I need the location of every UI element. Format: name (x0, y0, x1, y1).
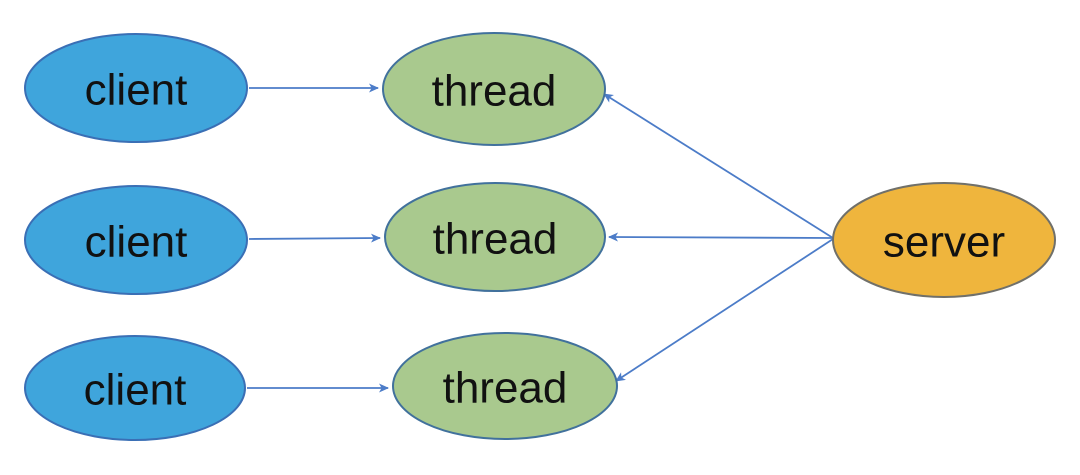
server-label: server (883, 218, 1005, 267)
edge-client2-thread2 (248, 233, 381, 243)
node-client-2: client (24, 185, 248, 295)
edge-server-thread3 (615, 238, 834, 382)
node-thread-2: thread (384, 182, 606, 292)
client-3-label: client (84, 366, 187, 415)
edge-server-thread1 (603, 93, 834, 239)
node-server: server (832, 182, 1056, 298)
server-ellipse (832, 182, 1056, 298)
client-2-ellipse (24, 185, 248, 295)
thread-1-ellipse (382, 32, 606, 146)
edge-server-thread2 (608, 232, 834, 242)
thread-1-label: thread (432, 67, 557, 116)
client-2-label: client (85, 218, 188, 267)
client-1-ellipse (24, 33, 248, 143)
node-thread-1: thread (382, 32, 606, 146)
client-1-label: client (85, 66, 188, 115)
node-client-3: client (24, 335, 246, 441)
node-thread-3: thread (392, 332, 618, 440)
thread-2-label: thread (433, 215, 558, 264)
thread-2-ellipse (384, 182, 606, 292)
thread-3-label: thread (443, 364, 568, 413)
thread-3-ellipse (392, 332, 618, 440)
client-3-ellipse (24, 335, 246, 441)
node-client-1: client (24, 33, 248, 143)
